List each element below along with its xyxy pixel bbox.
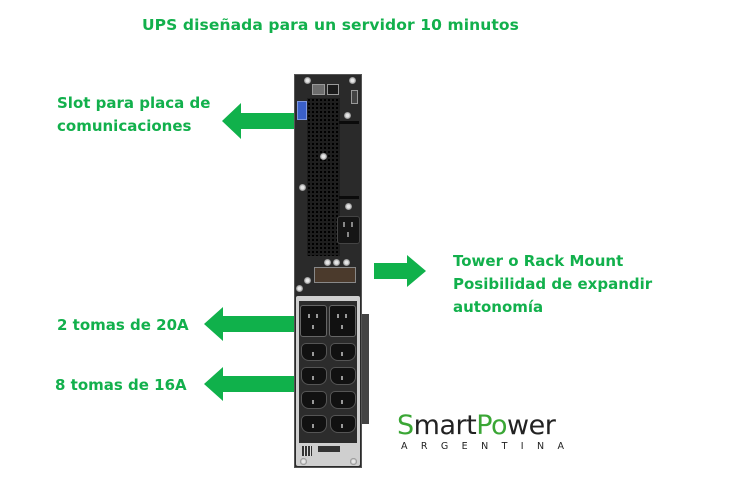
logo-subtitle: ARGENTINA <box>401 441 578 452</box>
screw-icon <box>296 285 303 292</box>
arrow-left-icon <box>204 367 296 401</box>
ups-rear-panel-image <box>294 74 369 468</box>
label-communications-slot: Slot para placa de comunicaciones <box>57 92 210 138</box>
usb-port-icon <box>327 84 339 95</box>
c13-outlet-icon <box>301 343 327 361</box>
screw-icon <box>304 77 311 84</box>
c19-outlet-icon <box>329 305 356 337</box>
qr-code-icon <box>302 446 312 456</box>
label-16a-outlets: 8 tomas de 16A <box>55 376 187 394</box>
logo-wordmark: SmartPower <box>397 411 577 441</box>
screw-icon <box>344 112 351 119</box>
battery-connector-icon <box>314 267 356 283</box>
logo-letter-s: S <box>397 410 414 441</box>
serial-port-icon <box>297 101 307 120</box>
label-20a-outlets: 2 tomas de 20A <box>57 316 189 334</box>
card-slot <box>339 196 359 199</box>
logo-text-wer: wer <box>507 410 556 441</box>
c13-outlet-icon <box>301 367 327 385</box>
arrow-left-icon <box>204 307 296 341</box>
logo-letter-p: P <box>476 410 492 441</box>
screw-icon <box>300 458 307 465</box>
screw-icon <box>350 458 357 465</box>
ethernet-port-icon <box>312 84 325 95</box>
screw-icon <box>349 77 356 84</box>
screw-icon <box>343 259 350 266</box>
arrow-right-icon <box>374 255 426 287</box>
power-inlet-icon <box>337 216 360 244</box>
label-communications-slot-line1: Slot para placa de <box>57 94 211 112</box>
c13-outlet-icon <box>301 415 327 433</box>
label-tower-rack-line3: autonomía <box>453 298 544 316</box>
label-tower-rack-line2: Posibilidad de expandir <box>453 275 653 293</box>
outlet-panel <box>296 296 360 466</box>
screw-icon <box>324 259 331 266</box>
outlet-panel-inner <box>299 301 357 443</box>
port-small-icon <box>351 90 358 104</box>
screw-icon <box>333 259 340 266</box>
logo-power-icon: o <box>491 410 508 441</box>
arrow-left-icon <box>222 103 294 139</box>
c13-outlet-icon <box>330 415 356 433</box>
label-tower-rack-line1: Tower o Rack Mount <box>453 252 624 270</box>
c13-outlet-icon <box>330 367 356 385</box>
c13-outlet-icon <box>330 343 356 361</box>
logo-text-mart: mart <box>413 410 477 441</box>
c13-outlet-icon <box>301 391 327 409</box>
label-communications-slot-line2: comunicaciones <box>57 117 192 135</box>
label-tower-rack: Tower o Rack Mount Posibilidad de expand… <box>453 250 652 319</box>
screw-icon <box>304 277 311 284</box>
c13-outlet-icon <box>330 391 356 409</box>
screw-icon <box>320 153 327 160</box>
rack-rail <box>362 314 369 424</box>
card-slot <box>339 121 359 124</box>
ventilation-grille <box>307 98 340 256</box>
screw-icon <box>299 184 306 191</box>
c19-outlet-icon <box>300 305 327 337</box>
screw-icon <box>345 203 352 210</box>
smartpower-logo: SmartPower ARGENTINA <box>397 411 577 453</box>
label-plate <box>318 446 340 452</box>
page-title: UPS diseñada para un servidor 10 minutos <box>142 16 519 34</box>
